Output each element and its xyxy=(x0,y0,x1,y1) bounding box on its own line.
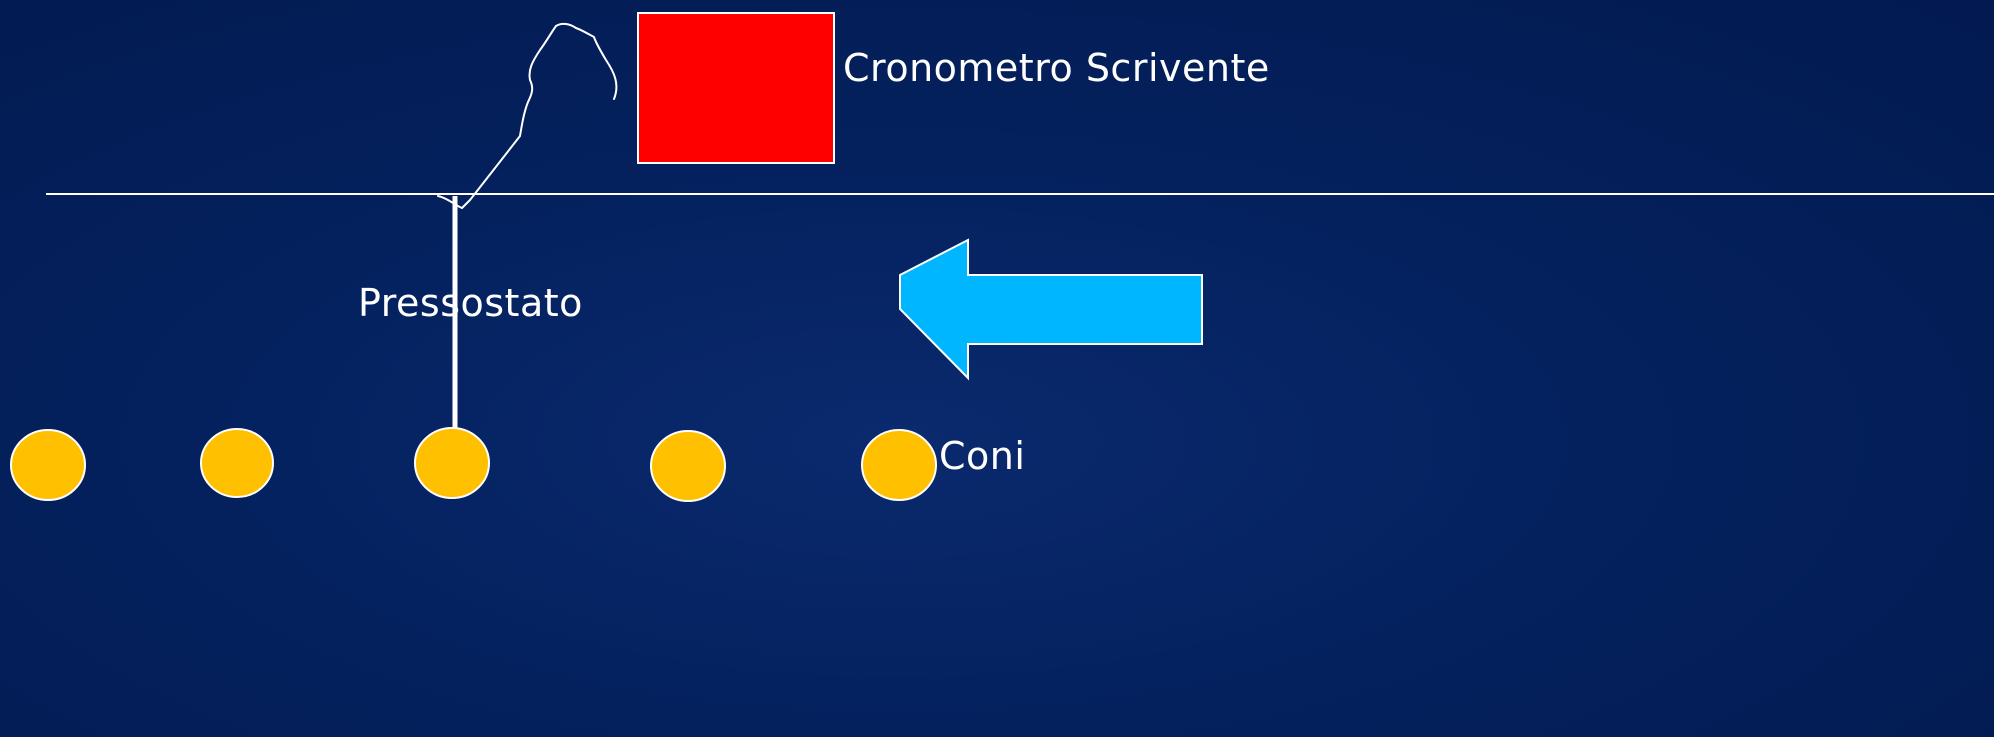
cone xyxy=(200,428,274,498)
cone xyxy=(10,429,86,501)
pressure-switch-label: Pressostato xyxy=(358,281,583,325)
cone xyxy=(414,427,490,499)
cable-line xyxy=(437,22,618,209)
cone xyxy=(861,429,937,501)
timer-label: Cronometro Scrivente xyxy=(843,46,1270,90)
cones-label: Coni xyxy=(939,434,1026,478)
timer-box xyxy=(637,12,835,164)
direction-arrow-icon xyxy=(899,238,1203,381)
cone xyxy=(650,430,726,502)
